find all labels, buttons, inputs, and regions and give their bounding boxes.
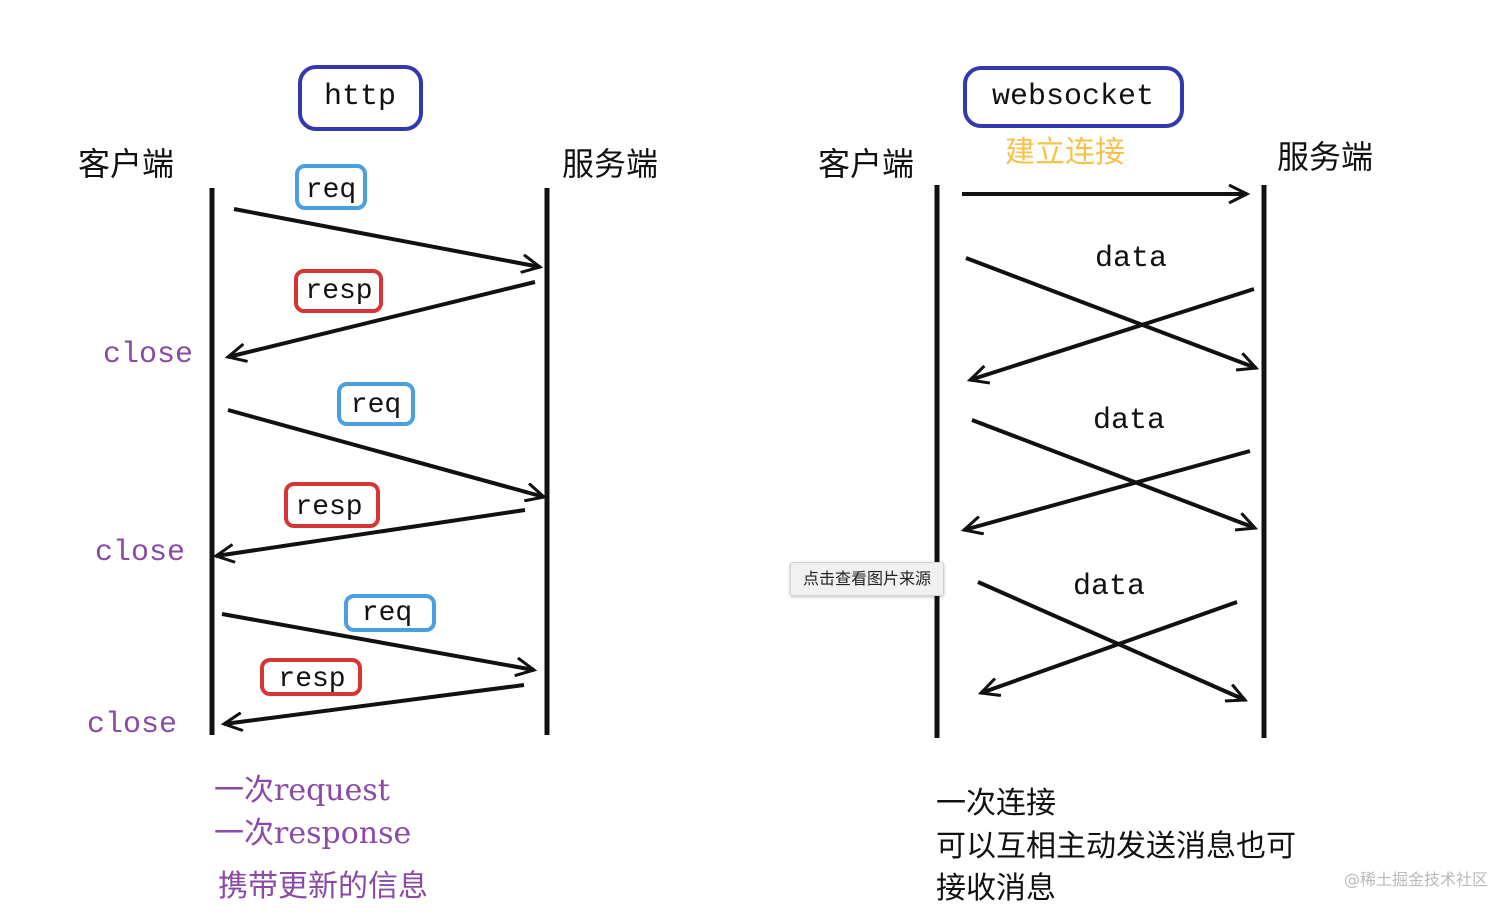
ws-to-server-arrow-3 [977, 580, 1245, 700]
resp-box-1 [294, 269, 383, 313]
image-source-tooltip[interactable]: 点击查看图片来源 [790, 562, 945, 596]
http-request-arrow-2 [227, 408, 544, 497]
websocket-title-box [963, 66, 1184, 128]
req-label-2: req [351, 390, 401, 421]
http-client-label: 客户端 [78, 145, 174, 183]
ws-server-label: 服务端 [1277, 138, 1373, 176]
http-title-box [298, 65, 423, 131]
close-label-3: close [87, 708, 177, 742]
ws-to-server-arrow-2 [971, 418, 1255, 528]
watermark: @稀土掘金技术社区 [1343, 870, 1488, 889]
http-response-arrow-1 [228, 280, 536, 357]
resp-label-3: resp [278, 664, 345, 695]
close-label-1: close [103, 338, 193, 372]
http-response-arrow-3 [224, 683, 525, 724]
resp-box-3 [260, 658, 362, 696]
http-note-3: 携带更新的信息 [218, 869, 428, 904]
ws-to-server-arrow-1 [965, 256, 1256, 368]
ws-note-1: 一次连接 [936, 786, 1056, 821]
close-label-2: close [95, 536, 185, 570]
http-response-arrow-2 [216, 508, 526, 556]
req-box-2 [337, 382, 415, 426]
http-note-2: 一次response [214, 816, 411, 851]
http-note-1: 一次request [214, 773, 390, 808]
req-box-3 [344, 594, 436, 632]
req-label-3: req [362, 598, 412, 629]
data-label-2: data [1093, 404, 1165, 438]
connect-label: 建立连接 [1005, 135, 1125, 170]
ws-to-client-arrow-2 [964, 449, 1251, 530]
req-label-1: req [306, 175, 356, 206]
websocket-title: websocket [992, 80, 1154, 114]
http-server-label: 服务端 [562, 145, 658, 183]
data-label-3: data [1073, 570, 1145, 604]
ws-note-3: 接收消息 [936, 871, 1056, 906]
data-label-1: data [1095, 242, 1167, 276]
ws-note-2: 可以互相主动发送消息也可 [936, 829, 1296, 864]
http-request-arrow-3 [221, 612, 534, 670]
ws-to-client-arrow-3 [981, 600, 1238, 693]
http-title: http [324, 80, 396, 114]
ws-to-client-arrow-1 [970, 287, 1255, 380]
ws-client-label: 客户端 [818, 145, 914, 183]
http-request-arrow-1 [233, 207, 540, 267]
req-box-1 [295, 164, 367, 210]
resp-label-1: resp [305, 276, 372, 307]
resp-box-2 [284, 482, 380, 528]
resp-label-2: resp [295, 492, 362, 523]
